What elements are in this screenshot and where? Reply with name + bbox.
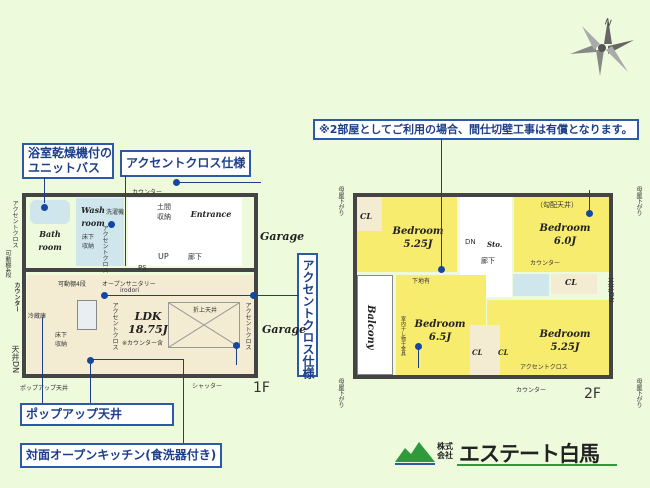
company-logo: 株式会社 エステート白馬: [395, 438, 620, 468]
hall-1f: [156, 230, 242, 266]
garage-label: Garage: [260, 230, 305, 243]
ldk-room: [27, 275, 255, 377]
ldk-size: 18.75J: [128, 323, 168, 336]
kitchen-callout: 対面オープンキッチン(食洗器付き): [20, 443, 223, 468]
accent-2f-label: アクセントクロス: [520, 364, 568, 371]
bedroom-2-label: Bedroom: [539, 223, 591, 234]
stairs-down-label: DN: [465, 238, 476, 246]
bedroom-1-label: Bedroom: [392, 226, 444, 237]
counter-label: カウンター: [132, 189, 163, 196]
eaves-label: 母屋下がり: [635, 186, 642, 216]
ldk-note: ※カウンター含: [122, 340, 164, 347]
partition-note-callout: ※2部屋としてご利用の場合、間仕切壁工事は有償となります。: [313, 119, 639, 140]
accent-right-label: アクセントクロス: [244, 302, 251, 350]
toilet-2f: [513, 274, 549, 296]
bedroom-2: [514, 197, 610, 272]
balcony-label: Balcony: [365, 305, 376, 350]
shutter-label: シャッター: [192, 383, 223, 390]
doma-label: 土間収納: [157, 203, 171, 221]
closet-label: CL: [498, 348, 509, 357]
shelf-left-label: 可動棚4段: [4, 250, 11, 278]
accent-vertical-callout: アクセントクロス仕様: [297, 253, 318, 379]
popup-callout: ポップアップ天井: [20, 403, 174, 426]
sanitary-label: オープンサニタリー: [102, 281, 156, 288]
accent-ldk-label: アクセントクロス: [111, 302, 118, 350]
kitchen-counter: [77, 300, 97, 330]
eaves-label: 母屋下がり: [337, 186, 344, 216]
compass-icon: N: [570, 17, 634, 76]
mountain-logo-icon: [395, 442, 435, 465]
counter-label: カウンター: [530, 260, 561, 267]
closet-label: CL: [360, 211, 372, 221]
ceiling-dn-label: 天井DN: [607, 278, 615, 303]
ground-label: 下地有: [412, 278, 431, 285]
bathtub: [30, 200, 70, 224]
entrance-room: [180, 198, 242, 232]
balcony: [357, 275, 393, 375]
counter-left-label: カウンター: [13, 282, 20, 312]
laundry-label: 洗濯機: [106, 209, 125, 216]
hall-label: 廊下: [188, 253, 202, 261]
ldk-label: LDK: [134, 310, 162, 323]
floor-1f-label: 1F: [253, 380, 270, 396]
storage-label: Sto.: [487, 240, 503, 249]
wash-label: Wash room: [81, 205, 105, 228]
raised-ceiling-area: 折上天井: [168, 302, 240, 348]
entrance-label: Entrance: [190, 209, 232, 219]
bath-callout: 浴室乾燥機付のユニットバス: [22, 143, 114, 179]
fridge-label: 冷蔵庫: [28, 313, 47, 320]
accent-top-callout: アクセントクロス仕様: [120, 150, 252, 177]
bedroom-3-label: Bedroom: [414, 319, 466, 330]
counter-label: カウンター: [516, 387, 547, 394]
closet: [357, 197, 382, 231]
wall: [22, 268, 258, 272]
garage-label: Garage: [262, 323, 307, 336]
floor1-outline: [22, 193, 258, 378]
accent-left-label: アクセントクロス: [11, 200, 18, 248]
bedroom-3-size: 6.5J: [428, 332, 452, 343]
bath-label: Bath room: [38, 229, 62, 252]
underfloor-kitchen-label: 床下収納: [55, 332, 68, 348]
bedroom-4-label: Bedroom: [539, 329, 591, 340]
bedroom-2-size: 6.0J: [553, 236, 577, 247]
ceiling-dn-label: 天井DN: [11, 345, 20, 374]
irodori-label: irodori: [120, 287, 140, 294]
closet: [551, 274, 597, 294]
bedroom-1-size: 5.25J: [403, 239, 433, 250]
closet-label: CL: [565, 277, 577, 287]
eaves-label: 母屋下がり: [337, 378, 344, 408]
hall-2f-label: 廊下: [481, 257, 495, 265]
indoor-dry-label: 室内干し物干金具: [400, 316, 406, 356]
floor2-outline: [353, 193, 613, 379]
stairs-up-label: UP: [158, 252, 169, 261]
bedroom-4: [487, 300, 609, 377]
accent-wash-label: アクセントクロス: [101, 225, 108, 273]
closet-label: CL: [472, 348, 483, 357]
shelf-label: 可動棚4段: [58, 281, 86, 288]
sloped-ceiling-label: （勾配天井）: [536, 201, 578, 209]
floor-2f-label: 2F: [584, 386, 601, 402]
ps-label: PS: [138, 264, 147, 272]
eaves-label: 母屋下がり: [635, 378, 642, 408]
closet: [470, 325, 500, 375]
wash-room: [76, 198, 124, 266]
underfloor-label: 床下収納: [82, 234, 95, 250]
raised-ceiling-label: 折上天井: [193, 307, 218, 314]
popup-small-label: ポップアップ天井: [20, 385, 69, 392]
bedroom-4-size: 5.25J: [550, 342, 580, 353]
compass-north: N: [603, 17, 613, 29]
